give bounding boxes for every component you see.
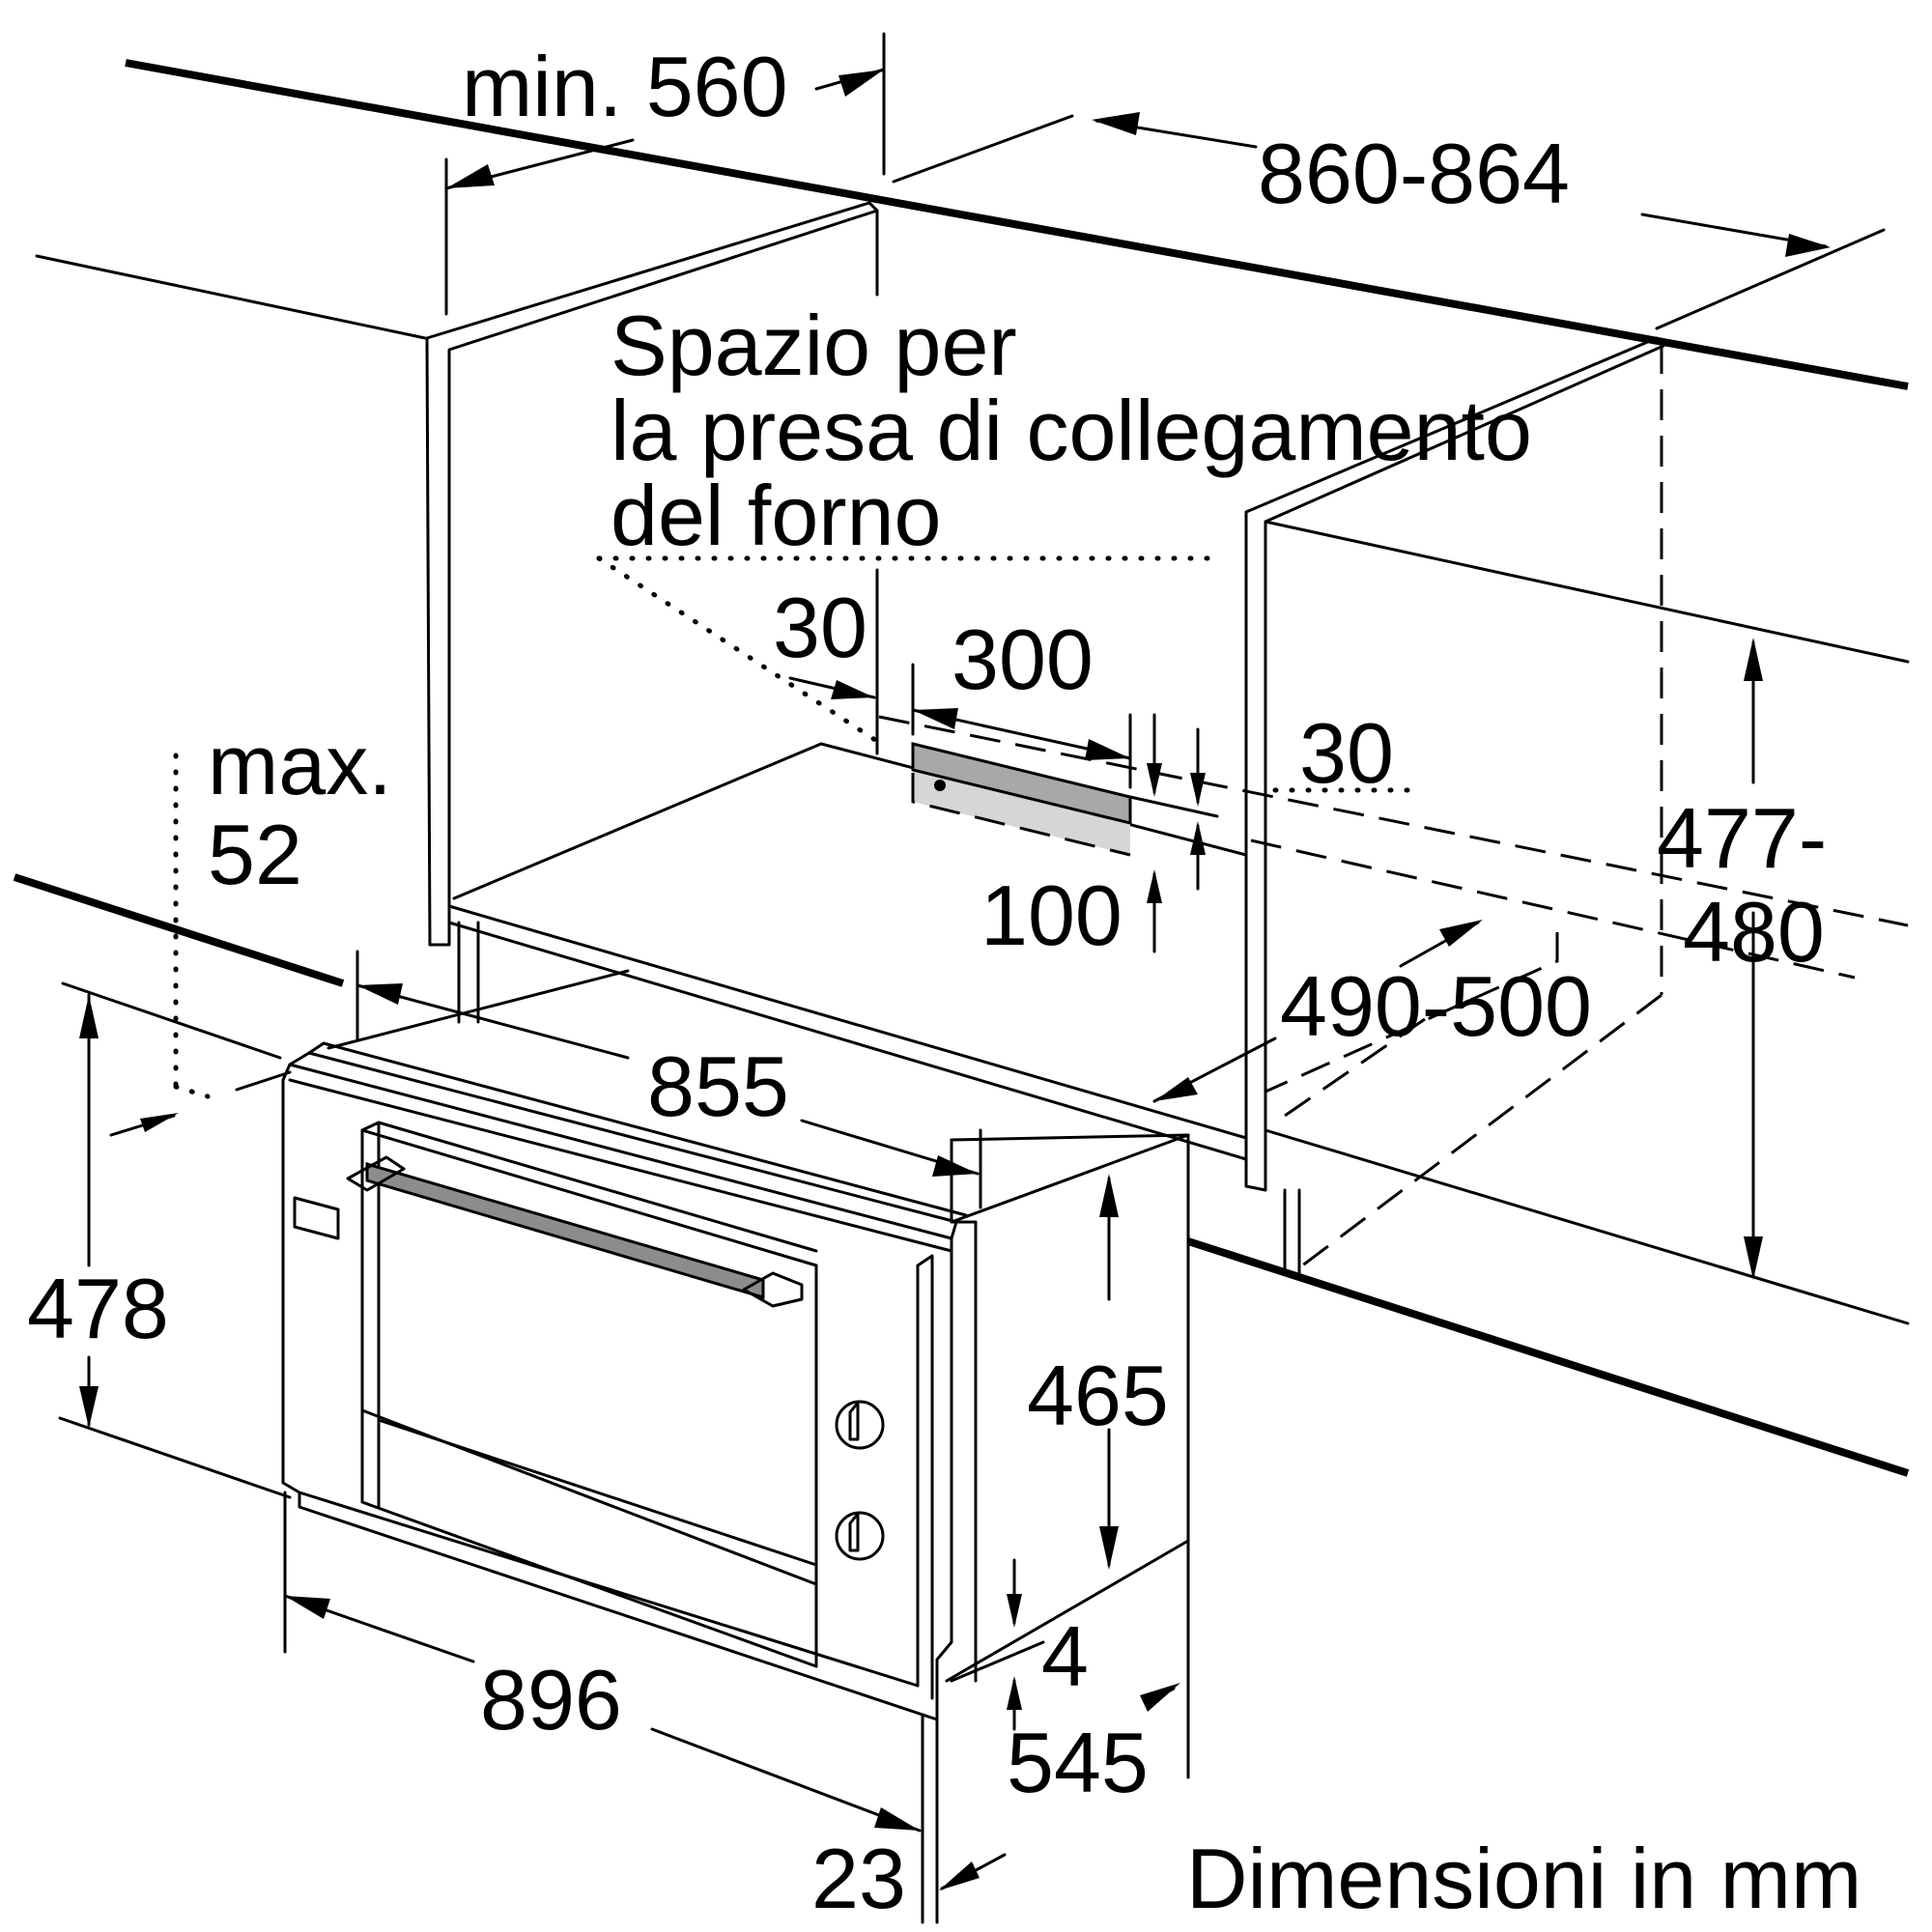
label-465: 465 [1027, 1348, 1169, 1443]
control-knob-upper [835, 1400, 885, 1450]
label-478: 478 [27, 1261, 169, 1356]
label-860-864: 860-864 [1258, 126, 1570, 221]
label-490-500: 490-500 [1280, 958, 1592, 1054]
label-4: 4 [1041, 1608, 1089, 1704]
label-52: 52 [208, 807, 302, 902]
label-min-560: min. 560 [462, 39, 788, 134]
label-545: 545 [1007, 1715, 1149, 1810]
label-socket-space-line1: Spazio per [611, 298, 1017, 393]
left-side-panel [425, 201, 879, 947]
control-display [293, 1196, 340, 1240]
worktop-edge [125, 59, 1909, 390]
label-30-right: 30 [1299, 705, 1394, 801]
label-896: 896 [480, 1652, 622, 1747]
label-480: 480 [1683, 884, 1825, 980]
oven-door-window [360, 1128, 818, 1668]
dimension-lines [58, 32, 1886, 1924]
dimension-labels: min. 560 860-864 Spazio per la presa di … [27, 39, 1861, 1926]
label-socket-space-line2: la presa di collegamento [611, 383, 1532, 478]
oven-front [281, 1063, 953, 1721]
label-100: 100 [980, 867, 1122, 963]
label-30-left: 30 [773, 580, 867, 675]
label-23: 23 [811, 1831, 906, 1926]
door-handle [365, 1161, 765, 1300]
label-socket-space-line3: del forno [611, 468, 941, 563]
socket-box [911, 742, 1132, 825]
label-477: 477- [1657, 790, 1827, 886]
cabinet-drawing [13, 59, 1910, 1477]
control-knob-lower [835, 1511, 885, 1561]
label-units-note: Dimensioni in mm [1186, 1831, 1861, 1926]
label-855: 855 [647, 1038, 789, 1134]
label-300: 300 [952, 611, 1094, 707]
label-max: max. [208, 717, 392, 812]
